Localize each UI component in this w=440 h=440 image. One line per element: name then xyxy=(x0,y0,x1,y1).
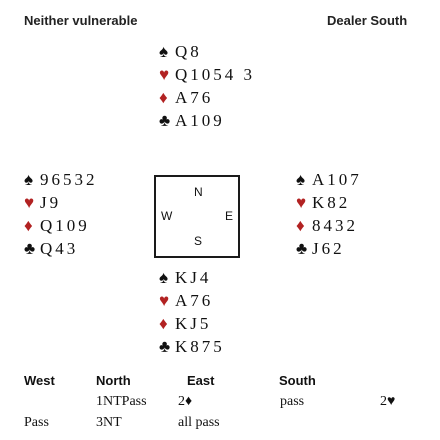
diamond-icon: ♦ xyxy=(159,314,168,333)
east-spades-row: ♠ A107 xyxy=(296,168,362,191)
south-clubs: K875 xyxy=(175,337,225,356)
club-icon: ♣ xyxy=(296,239,308,258)
club-icon: ♣ xyxy=(159,111,171,130)
south-hearts: A76 xyxy=(175,291,214,310)
auction-header-west: West xyxy=(24,373,55,388)
east-spades: A107 xyxy=(312,170,362,189)
heart-icon: ♥ xyxy=(159,291,170,310)
auction-header-north: North xyxy=(96,373,131,388)
south-spades: KJ4 xyxy=(175,268,212,287)
west-hearts-row: ♥ J9 xyxy=(24,191,98,214)
south-diamonds-row: ♦ KJ5 xyxy=(159,312,225,335)
auction-header-south: South xyxy=(279,373,316,388)
compass-east: E xyxy=(225,209,234,223)
dealer-label: Dealer South xyxy=(327,13,408,28)
east-clubs: J62 xyxy=(312,239,345,258)
club-icon: ♣ xyxy=(24,239,36,258)
club-icon: ♣ xyxy=(159,337,171,356)
heart-icon: ♥ xyxy=(296,193,307,212)
east-hearts-row: ♥ K82 xyxy=(296,191,362,214)
spade-icon: ♠ xyxy=(159,268,169,287)
south-spades-row: ♠ KJ4 xyxy=(159,266,225,289)
west-diamonds: Q109 xyxy=(40,216,90,235)
compass-south: S xyxy=(194,234,203,248)
west-diamonds-row: ♦ Q109 xyxy=(24,214,98,237)
west-hearts: J9 xyxy=(40,193,62,212)
north-spades: Q8 xyxy=(175,42,202,61)
east-diamonds-row: ♦ 8432 xyxy=(296,214,362,237)
south-hand: ♠ KJ4 ♥ A76 ♦ KJ5 ♣K875 xyxy=(159,266,225,358)
east-hearts: K82 xyxy=(312,193,351,212)
south-diamonds: KJ5 xyxy=(175,314,212,333)
north-hand: ♠ Q8 ♥ Q1054 3 ♦ A76 ♣A109 xyxy=(159,40,255,132)
heart-icon: ♥ xyxy=(24,193,35,212)
south-clubs-row: ♣K875 xyxy=(159,335,225,358)
compass-box: N W E S xyxy=(154,175,240,258)
east-hand: ♠ A107 ♥ K82 ♦ 8432 ♣J62 xyxy=(296,168,362,260)
diamond-icon: ♦ xyxy=(296,216,305,235)
north-clubs-row: ♣A109 xyxy=(159,109,255,132)
north-hearts-row: ♥ Q1054 3 xyxy=(159,63,255,86)
auction-call-east-2: all pass xyxy=(178,415,220,430)
east-diamonds: 8432 xyxy=(312,216,358,235)
spade-icon: ♠ xyxy=(24,170,34,189)
spade-icon: ♠ xyxy=(296,170,306,189)
diamond-icon: ♦ xyxy=(24,216,33,235)
auction-header-east: East xyxy=(187,373,215,388)
north-diamonds: A76 xyxy=(175,88,214,107)
west-clubs-row: ♣Q43 xyxy=(24,237,98,260)
west-spades: 96532 xyxy=(40,170,98,189)
south-hearts-row: ♥ A76 xyxy=(159,289,225,312)
compass-west: W xyxy=(161,209,173,223)
north-spades-row: ♠ Q8 xyxy=(159,40,255,63)
vulnerability-label: Neither vulnerable xyxy=(24,13,138,28)
auction-call-north-1: 1NTPass xyxy=(96,394,147,409)
north-hearts: Q1054 3 xyxy=(175,65,256,84)
auction-call-south-1: pass xyxy=(280,394,305,409)
north-clubs: A109 xyxy=(175,111,225,130)
west-hand: ♠ 96532 ♥ J9 ♦ Q109 ♣Q43 xyxy=(24,168,98,260)
heart-icon: ♥ xyxy=(159,65,170,84)
west-clubs: Q43 xyxy=(40,239,79,258)
auction-call-extra: 2♥ xyxy=(380,394,396,409)
west-spades-row: ♠ 96532 xyxy=(24,168,98,191)
diamond-icon: ♦ xyxy=(159,88,168,107)
auction-call-west-2: Pass xyxy=(24,415,49,430)
auction-call-east-1: 2♦ xyxy=(178,394,193,409)
auction-call-north-2: 3NT xyxy=(96,415,122,430)
spade-icon: ♠ xyxy=(159,42,169,61)
compass-north: N xyxy=(194,185,203,199)
east-clubs-row: ♣J62 xyxy=(296,237,362,260)
north-diamonds-row: ♦ A76 xyxy=(159,86,255,109)
